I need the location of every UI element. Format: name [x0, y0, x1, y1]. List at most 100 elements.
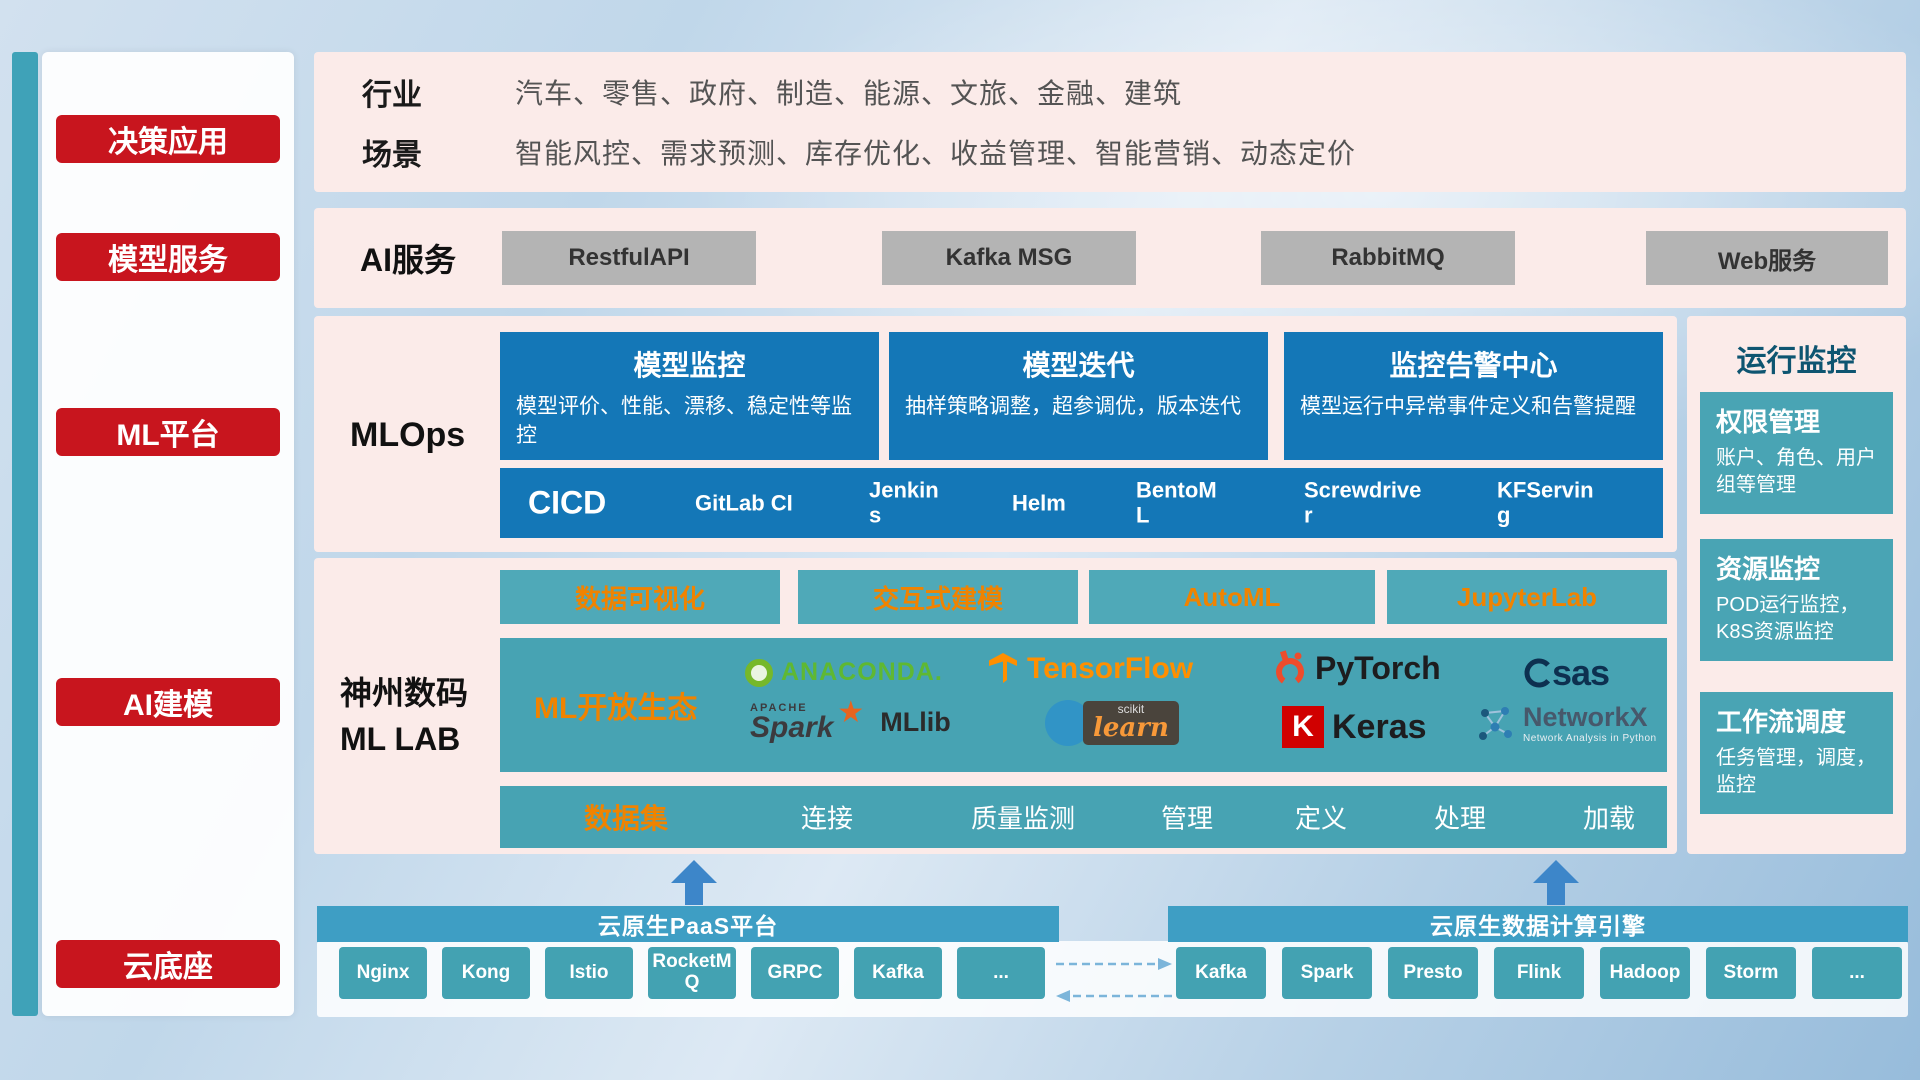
networkx-subtitle: Network Analysis in Python [1523, 733, 1657, 744]
scenario-label: 场景 [362, 139, 422, 172]
mlops-label: MLOps [350, 416, 466, 454]
keras-icon: K [1282, 706, 1324, 748]
industry-text: 汽车、零售、政府、制造、能源、文旅、金融、建筑 [515, 78, 1183, 109]
engine-chip: Storm [1706, 947, 1796, 999]
card-title: 权限管理 [1716, 407, 1821, 437]
card-title: 监控告警中心 [1389, 350, 1558, 381]
pytorch-logo: PyTorch [1273, 648, 1441, 688]
tensorflow-logo: TensorFlow [987, 652, 1193, 686]
mllab-label-line1: 神州数码 [340, 675, 469, 711]
sidebar-item-cloud-base: 云底座 [56, 940, 280, 988]
industry-row: 行业 汽车、零售、政府、制造、能源、文旅、金融、建筑 [362, 70, 1886, 114]
dataset-item: 加载 [1583, 803, 1636, 834]
mlops-card-alert-center: 监控告警中心 模型运行中异常事件定义和告警提醒 [1284, 332, 1663, 460]
card-title: 工作流调度 [1716, 707, 1847, 737]
paas-chip: RocketMQ [648, 947, 736, 999]
anaconda-wordmark: ANACONDA. [781, 658, 943, 686]
tool-chip-jupyterlab: JupyterLab [1387, 570, 1667, 624]
pytorch-icon [1276, 650, 1304, 686]
spark-wordmark: Spark [750, 711, 834, 744]
learn-label: learn [1093, 713, 1169, 743]
paas-chip: Nginx [339, 947, 427, 999]
engine-chip: Hadoop [1600, 947, 1690, 999]
card-title: 模型迭代 [1022, 350, 1135, 381]
cicd-item: KFServing [1497, 477, 1594, 528]
monitor-title: 运行监控 [1736, 345, 1857, 378]
monitor-card-workflow: 工作流调度 任务管理，调度，监控 [1700, 692, 1893, 814]
mllab-panel: 神州数码 ML LAB 数据可视化 交互式建模 AutoML JupyterLa… [314, 558, 1677, 854]
networkx-icon [1479, 707, 1512, 740]
networkx-wordmark: NetworkX [1523, 702, 1648, 732]
sas-icon [1524, 658, 1554, 688]
engine-chip: Flink [1494, 947, 1584, 999]
up-arrow-icon [671, 860, 717, 905]
tensorflow-icon [989, 653, 1017, 683]
sidebar-item-ml-platform: ML平台 [56, 408, 280, 456]
sidebar-item-model-service: 模型服务 [56, 233, 280, 281]
mlops-card-model-monitor: 模型监控 模型评价、性能、漂移、稳定性等监控 [500, 332, 879, 460]
engine-header: 云原生数据计算引擎 [1168, 906, 1908, 942]
paas-chip: Kong [442, 947, 530, 999]
up-arrow-icon [1533, 860, 1579, 905]
card-desc: 抽样策略调整，超参调优，版本迭代 [905, 395, 1241, 418]
dataset-bar: 数据集 连接 质量监测 管理 定义 处理 加载 [500, 786, 1667, 848]
dataset-item: 质量监测 [971, 803, 1076, 834]
cicd-item: GitLab CI [695, 490, 793, 516]
engine-chip: ... [1812, 947, 1902, 999]
dataset-item: 管理 [1161, 803, 1214, 834]
ai-service-chip: Kafka MSG [882, 231, 1136, 285]
tool-chip-data-viz: 数据可视化 [500, 570, 780, 624]
sas-logo: sas [1522, 652, 1610, 694]
cicd-item: Helm [1012, 490, 1066, 516]
scenario-text: 智能风控、需求预测、库存优化、收益管理、智能营销、动态定价 [515, 138, 1357, 169]
engine-chip: Presto [1388, 947, 1478, 999]
ml-ecosystem-box: ML开放生态 ANACONDA. TensorFlow PyTorch [500, 638, 1667, 772]
paas-chip: Istio [545, 947, 633, 999]
cicd-bar: CICD GitLab CI Jenkins Helm BentoML Scre… [500, 468, 1663, 538]
keras-logo: K Keras [1282, 706, 1427, 748]
dataset-item: 处理 [1434, 803, 1487, 834]
monitor-card-permissions: 权限管理 账户、角色、用户组等管理 [1700, 392, 1893, 514]
dataset-label: 数据集 [584, 803, 669, 834]
apache-label: APACHE [750, 702, 808, 714]
dataset-item: 定义 [1295, 803, 1348, 834]
scikit-label: scikit [1117, 702, 1145, 716]
card-title: 资源监控 [1716, 554, 1821, 584]
cicd-item: BentoML [1136, 477, 1217, 528]
pytorch-wordmark: PyTorch [1315, 649, 1441, 686]
engine-chip: Kafka [1176, 947, 1266, 999]
tool-chip-interactive-modeling: 交互式建模 [798, 570, 1078, 624]
card-title: 模型监控 [633, 350, 746, 381]
paas-chip: Kafka [854, 947, 942, 999]
scikit-learn-logo: scikit learn [1045, 700, 1179, 746]
card-desc: 模型评价、性能、漂移、稳定性等监控 [516, 395, 852, 448]
sidebar [42, 52, 294, 1016]
cicd-item: Jenkins [869, 477, 939, 528]
spark-star-icon: ★ [837, 695, 865, 729]
industry-panel: 行业 汽车、零售、政府、制造、能源、文旅、金融、建筑 场景 智能风控、需求预测、… [314, 52, 1906, 192]
mlops-card-model-iteration: 模型迭代 抽样策略调整，超参调优，版本迭代 [889, 332, 1268, 460]
mllab-label-line2: ML LAB [340, 721, 461, 758]
paas-chip: ... [957, 947, 1045, 999]
scikit-learn-badge: scikit learn [1083, 701, 1179, 745]
sidebar-item-ai-modeling: AI建模 [56, 678, 280, 726]
scenario-row: 场景 智能风控、需求预测、库存优化、收益管理、智能营销、动态定价 [362, 130, 1886, 174]
paas-chip: GRPC [751, 947, 839, 999]
sidebar-item-decision-app: 决策应用 [56, 115, 280, 163]
dataset-item: 连接 [801, 803, 854, 834]
ai-service-chip: RestfulAPI [502, 231, 756, 285]
ml-ecosystem-label: ML开放生态 [534, 692, 698, 725]
card-desc: 任务管理，调度，监控 [1716, 747, 1876, 796]
cicd-item: Screwdriver [1304, 477, 1422, 528]
spark-mllib-logo: APACHE Spark ★ MLlib [750, 696, 951, 744]
ai-service-chip: Web服务 [1646, 231, 1888, 285]
tensorflow-wordmark: TensorFlow [1027, 652, 1194, 685]
industry-label: 行业 [362, 79, 422, 112]
engine-chip: Spark [1282, 947, 1372, 999]
ai-service-panel: AI服务 RestfulAPI Kafka MSG RabbitMQ Web服务 [314, 208, 1906, 308]
monitor-panel: 运行监控 权限管理 账户、角色、用户组等管理 资源监控 POD运行监控，K8S资… [1687, 316, 1906, 854]
anaconda-logo: ANACONDA. [745, 658, 943, 687]
left-accent-bar [12, 52, 38, 1016]
tool-chip-automl: AutoML [1089, 570, 1375, 624]
